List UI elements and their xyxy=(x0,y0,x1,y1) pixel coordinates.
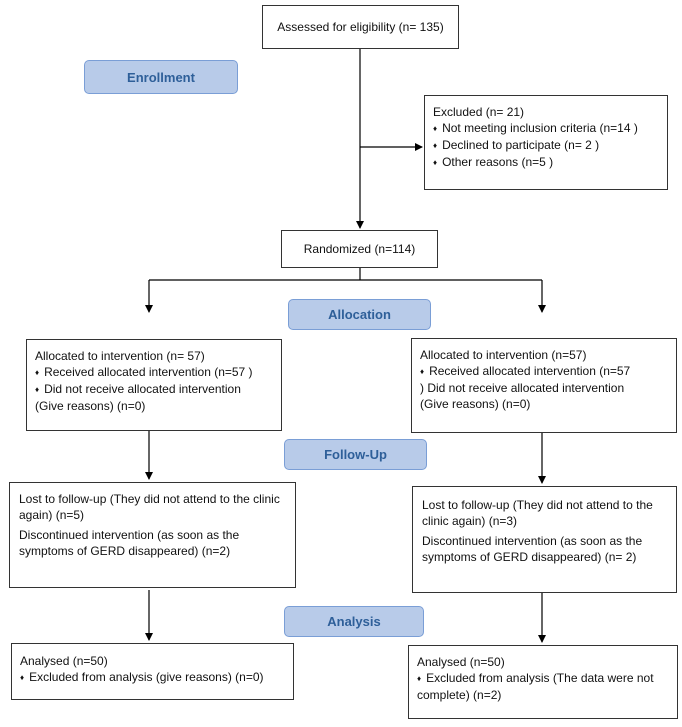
left-followup-lost: Lost to follow-up (They did not attend t… xyxy=(19,492,280,522)
right-analysis-box: Analysed (n=50) Excluded from analysis (… xyxy=(408,645,678,719)
right-followup-discontinued: Discontinued intervention (as soon as th… xyxy=(422,534,643,564)
right-followup-box: Lost to follow-up (They did not attend t… xyxy=(412,486,677,593)
left-allocation-received: Received allocated intervention (n=57 ) xyxy=(35,364,273,381)
left-allocation-title: Allocated to intervention (n= 57) xyxy=(35,349,205,363)
excluded-title: Excluded (n= 21) xyxy=(433,105,525,119)
right-allocation-not-received: ) Did not receive allocated intervention xyxy=(420,381,625,395)
left-followup-discontinued: Discontinued intervention (as soon as th… xyxy=(19,528,240,558)
excluded-item: Other reasons (n=5 ) xyxy=(433,154,659,171)
right-analysis-excluded: Excluded from analysis (The data were no… xyxy=(417,670,669,703)
stage-followup: Follow-Up xyxy=(284,439,427,470)
randomized-text: Randomized (n=114) xyxy=(303,242,416,256)
excluded-item: Declined to participate (n= 2 ) xyxy=(433,137,659,154)
stage-enrollment: Enrollment xyxy=(84,60,238,94)
assessed-box: Assessed for eligibility (n= 135) xyxy=(262,5,459,49)
randomized-box: Randomized (n=114) xyxy=(281,230,438,268)
stage-allocation: Allocation xyxy=(288,299,431,330)
right-allocation-received: Received allocated intervention (n=57 xyxy=(420,363,668,380)
right-allocation-title: Allocated to intervention (n=57) xyxy=(420,348,587,362)
excluded-box: Excluded (n= 21) Not meeting inclusion c… xyxy=(424,95,668,190)
right-allocation-reasons: (Give reasons) (n=0) xyxy=(420,397,531,411)
right-followup-lost: Lost to follow-up (They did not attend t… xyxy=(422,498,653,528)
left-allocation-not-received: Did not receive allocated intervention xyxy=(35,381,273,398)
assessed-text: Assessed for eligibility (n= 135) xyxy=(277,20,444,34)
excluded-item: Not meeting inclusion criteria (n=14 ) xyxy=(433,120,659,137)
left-allocation-reasons: (Give reasons) (n=0) xyxy=(35,399,146,413)
left-analysis-box: Analysed (n=50) Excluded from analysis (… xyxy=(11,643,294,700)
left-followup-box: Lost to follow-up (They did not attend t… xyxy=(9,482,296,588)
right-analysis-analysed: Analysed (n=50) xyxy=(417,655,505,669)
left-analysis-excluded: Excluded from analysis (give reasons) (n… xyxy=(20,669,285,686)
stage-analysis: Analysis xyxy=(284,606,424,637)
right-allocation-box: Allocated to intervention (n=57) Receive… xyxy=(411,338,677,433)
left-allocation-box: Allocated to intervention (n= 57) Receiv… xyxy=(26,339,282,431)
left-analysis-analysed: Analysed (n=50) xyxy=(20,654,108,668)
